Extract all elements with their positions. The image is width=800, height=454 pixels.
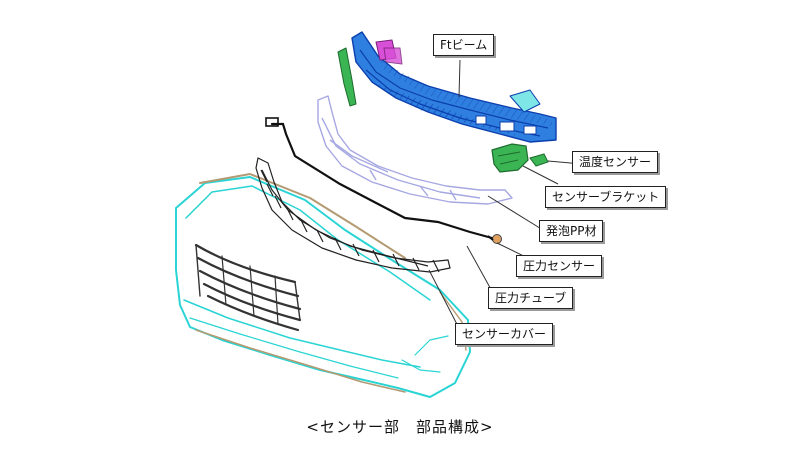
sensor-bracket-part	[491, 143, 529, 173]
sensor-cover-segment	[412, 257, 420, 271]
sensor-cover-segment	[266, 183, 274, 197]
sensor-cover-segment	[316, 229, 324, 243]
sensor-cover-segment	[334, 237, 342, 251]
pressure-tube-part	[270, 122, 494, 240]
label-temperature-sensor: 温度センサー	[572, 151, 659, 173]
foam-pp-part	[317, 95, 513, 205]
temperature-sensor-part	[529, 153, 549, 167]
label-sensor-bracket: センサーブラケット	[545, 186, 667, 208]
sensor-cover-segment	[392, 253, 400, 267]
diagram-caption: <センサー部 部品構成>	[306, 418, 494, 436]
sensor-cover-part	[255, 157, 451, 273]
sensor-cover-segment	[352, 243, 360, 257]
sensor-cover-segment	[300, 219, 308, 233]
label-pressure-sensor: 圧力センサー	[516, 255, 603, 277]
sensor-cover-segment	[274, 195, 282, 209]
sensor-cover-segment	[372, 249, 380, 263]
label-foam-pp: 発泡PP材	[539, 220, 604, 242]
sensor-cover-segment	[286, 207, 294, 221]
label-pressure-tube: 圧力チューブ	[488, 287, 574, 309]
ft-beam-part	[337, 31, 557, 143]
sensor-cover-segment	[260, 169, 268, 183]
sensor-cover-segment	[432, 259, 440, 273]
label-ft-beam: Ftビーム	[433, 34, 495, 56]
label-sensor-cover: センサーカバー	[455, 323, 554, 345]
pressure-sensor-part	[487, 234, 502, 244]
tube-end-connector	[265, 117, 279, 127]
front-bumper	[175, 173, 471, 398]
bumper-grille	[194, 243, 302, 332]
